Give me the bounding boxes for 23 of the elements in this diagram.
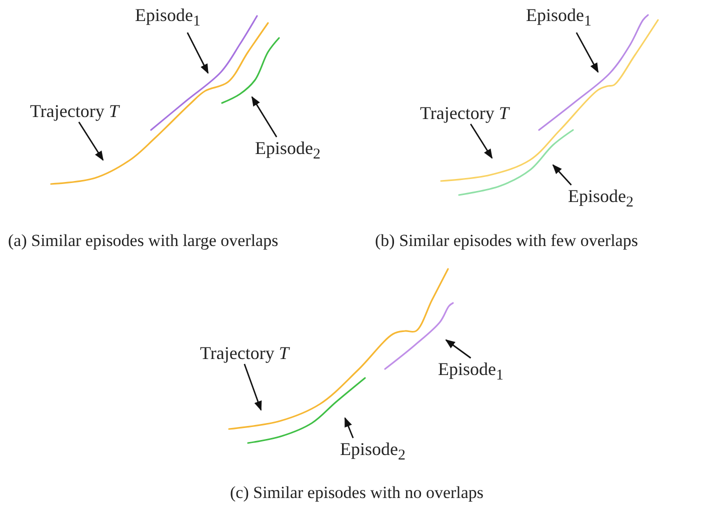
episode-curve — [221, 37, 280, 104]
leader-arrow — [470, 124, 493, 159]
curve-label: Episode$_{2}$ — [568, 185, 634, 214]
leader-arrow — [445, 339, 472, 359]
curve-label: Trajectory T — [200, 342, 289, 364]
figure-caption: (b) Similar episodes with few overlaps — [375, 230, 638, 252]
curve-label: Trajectory T — [30, 100, 119, 122]
figure-caption: (a) Similar episodes with large overlaps — [8, 230, 278, 252]
leader-arrow — [344, 417, 354, 438]
curve-label: Episode$_{1}$ — [135, 4, 200, 33]
leader-arrow — [552, 164, 572, 186]
curve-label: Episode$_{1}$ — [438, 358, 504, 387]
figure-caption: (c) Similar episodes with no overlaps — [230, 482, 484, 504]
curve-label: Episode$_{1}$ — [526, 4, 592, 33]
curve-label: Episode$_{2}$ — [340, 438, 406, 467]
leader-arrow — [251, 96, 278, 138]
leader-arrow — [576, 32, 599, 73]
leader-arrow — [186, 32, 209, 74]
curve-label: Episode$_{2}$ — [255, 137, 320, 166]
curve-label: Trajectory T — [420, 102, 509, 124]
episode-curve — [247, 377, 366, 444]
leader-arrow — [244, 364, 262, 411]
leader-arrow — [78, 122, 104, 161]
